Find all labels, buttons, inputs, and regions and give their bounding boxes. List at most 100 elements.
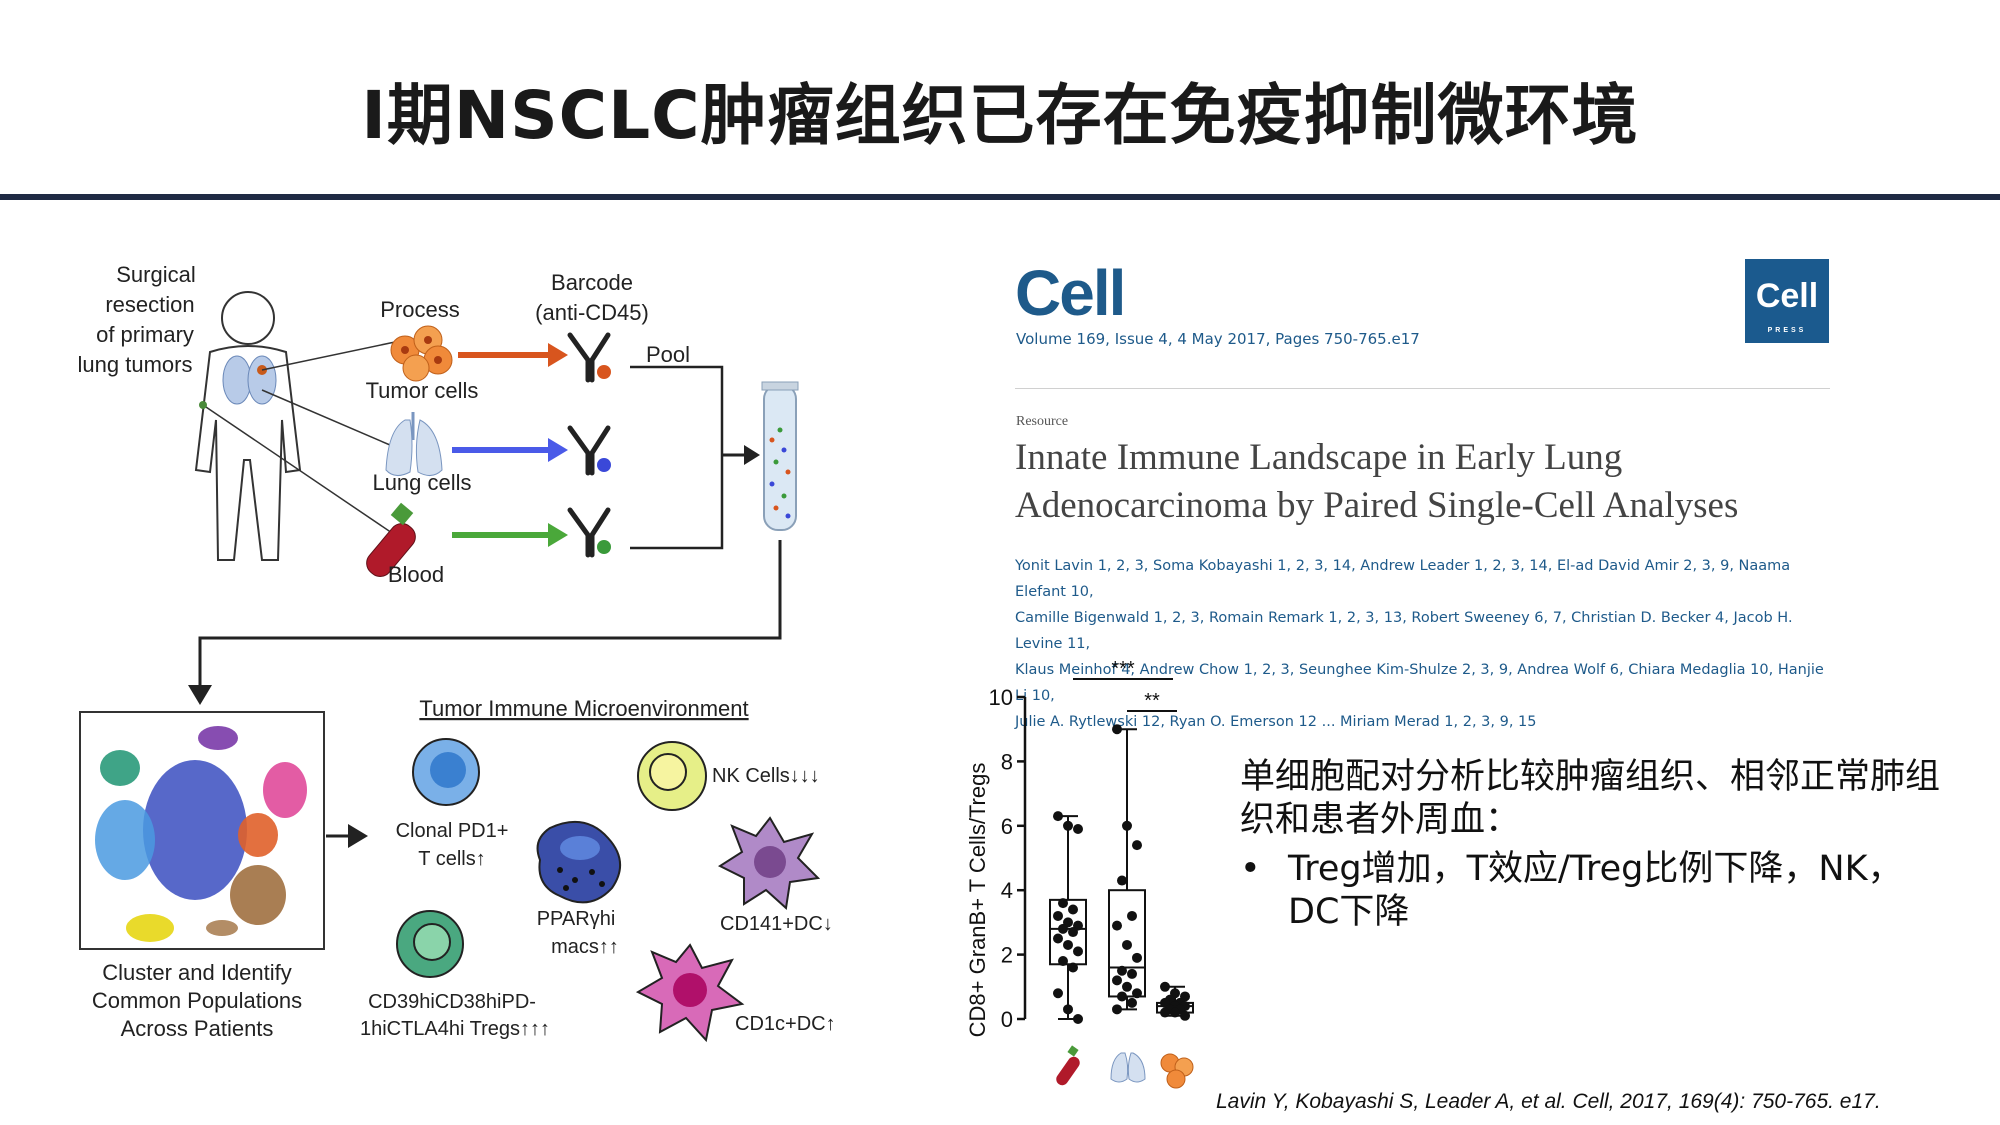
y-axis-label: CD8+ GranB+ T Cells/Tregs: [965, 763, 990, 1038]
author-line-1[interactable]: Yonit Lavin 1, 2, 3, Soma Kobayashi 1, 2…: [1015, 558, 1791, 600]
significance-label-1: ***: [1111, 658, 1135, 680]
arrow-to-tube: [722, 445, 760, 465]
paper-title-line-2: Adenocarcinoma by Paired Single-Cell Ana…: [1015, 485, 1739, 526]
data-point: [1117, 875, 1127, 886]
clonal-t-cell-icon: [412, 738, 480, 806]
data-point: [1170, 1007, 1180, 1018]
author-line-4[interactable]: Julie A. Rytlewski 12, Ryan O. Emerson 1…: [1015, 714, 1537, 730]
antibody-icon-green: [567, 507, 611, 558]
tme-title: Tumor Immune Microenvironment: [419, 696, 748, 721]
y-tick-label: 4: [1001, 878, 1013, 903]
data-point: [1063, 939, 1073, 950]
data-point: [1180, 1010, 1190, 1021]
data-point: [1068, 962, 1078, 973]
clonal-label-2: T cells↑: [418, 848, 485, 870]
cell-journal-logo: Cell: [1015, 257, 1126, 329]
cell-press-logo-text: Cell: [1755, 277, 1819, 315]
article-type: Resource: [1016, 414, 1069, 429]
cd141-label: CD141+DC↓: [720, 913, 833, 935]
data-point: [1122, 981, 1132, 992]
author-line-3[interactable]: Klaus Meinhof 4, Andrew Chow 1, 2, 3, Se…: [1015, 662, 1824, 704]
journal-volume[interactable]: Volume 169, Issue 4, 4 May 2017, Pages 7…: [1016, 330, 1420, 348]
bullet-text: Treg增加，T效应/Treg比例下降，NK，DC下降: [1288, 849, 1903, 932]
barcode-label-2: (anti-CD45): [535, 300, 649, 325]
lung-cells-label: Lung cells: [372, 470, 471, 495]
test-tube-icon: [761, 381, 799, 531]
data-point: [1122, 939, 1132, 950]
clonal-label-1: Clonal PD1+: [396, 820, 509, 842]
category-icons: [1056, 1045, 1194, 1089]
blood-label: Blood: [388, 562, 444, 587]
data-point: [1127, 997, 1137, 1008]
data-point: [1068, 904, 1078, 915]
cd1c-dc-icon: [635, 943, 745, 1043]
data-point: [1058, 923, 1068, 934]
data-point: [1122, 820, 1132, 831]
data-point: [1127, 968, 1137, 979]
author-list: Yonit Lavin 1, 2, 3, Soma Kobayashi 1, 2…: [1015, 553, 1835, 735]
tumor-cells-label: Tumor cells: [366, 378, 479, 403]
data-point: [1053, 988, 1063, 999]
data-point: [1063, 1004, 1073, 1015]
tumor-cells-icon: [390, 325, 453, 382]
cd1c-label: CD1c+DC↑: [735, 1013, 836, 1035]
cluster-label-2: Common Populations: [92, 988, 302, 1013]
data-point: [1073, 1014, 1083, 1024]
surgical-label-4: lung tumors: [78, 352, 193, 377]
data-point: [1112, 920, 1122, 931]
antibody-icon-blue: [567, 425, 611, 476]
data-point: [1117, 965, 1127, 976]
data-point: [1053, 933, 1063, 944]
data-point: [1063, 820, 1073, 831]
arrow-to-tme: [326, 824, 368, 848]
process-label: Process: [380, 297, 459, 322]
data-point: [1160, 1007, 1170, 1018]
surgical-label-3: of primary: [96, 322, 194, 347]
data-point: [1058, 898, 1068, 909]
data-point: [1068, 927, 1078, 938]
nk-label: NK Cells↓↓↓: [712, 765, 820, 787]
workflow-figure: Surgical resection of primary lung tumor…: [78, 262, 836, 1043]
header-divider: [1015, 388, 1830, 389]
barcode-label-1: Barcode: [551, 270, 633, 295]
blood-tube-icon: [366, 502, 416, 577]
surgical-label-2: resection: [105, 292, 194, 317]
data-point: [1112, 975, 1122, 986]
cluster-label-3: Across Patients: [121, 1016, 274, 1041]
nk-cell-icon: [637, 741, 707, 811]
arrow-tumor: [458, 343, 568, 367]
lung-axis-icon: [1110, 1052, 1146, 1083]
significance-markers: *** **: [1073, 658, 1177, 712]
data-point: [1160, 981, 1170, 992]
lung-cells-icon: [385, 412, 443, 476]
blood-tube-axis-icon: [1056, 1045, 1080, 1086]
citation: Lavin Y, Kobayashi S, Leader A, et al. C…: [1216, 1090, 1881, 1113]
y-tick-label: 6: [1001, 814, 1013, 839]
data-point: [1073, 824, 1083, 835]
cell-press-logo: Cell PRESS: [1745, 259, 1829, 343]
bullet-marker: •: [1240, 849, 1261, 889]
data-point: [1112, 1004, 1122, 1015]
y-tick-label: 8: [1001, 749, 1013, 774]
data-point: [1132, 988, 1142, 999]
arrow-blood: [452, 523, 568, 547]
title-divider: [0, 194, 2000, 200]
ppar-label-2: macs↑↑: [551, 936, 619, 958]
treg-cell-icon: [396, 910, 464, 978]
data-point: [1132, 840, 1142, 851]
summary-text: 单细胞配对分析比较肿瘤组织、相邻正常肺组织和患者外周血：: [1240, 757, 1941, 840]
arrow-to-cluster: [188, 685, 212, 705]
data-point: [1132, 952, 1142, 963]
tsne-clusters: [95, 726, 307, 942]
author-line-2[interactable]: Camille Bigenwald 1, 2, 3, Romain Remark…: [1015, 610, 1793, 652]
significance-label-2: **: [1144, 690, 1160, 712]
patient-silhouette-icon: [194, 291, 302, 561]
ppar-label-1: PPARγhi: [537, 908, 616, 930]
y-tick-label: 10: [989, 685, 1013, 710]
data-point: [1058, 956, 1068, 967]
ppar-macrophage-icon: [536, 821, 621, 904]
treg-label-1: CD39hiCD38hiPD-: [368, 991, 536, 1013]
tumor-axis-icon: [1160, 1053, 1194, 1089]
data-point: [1127, 910, 1137, 921]
